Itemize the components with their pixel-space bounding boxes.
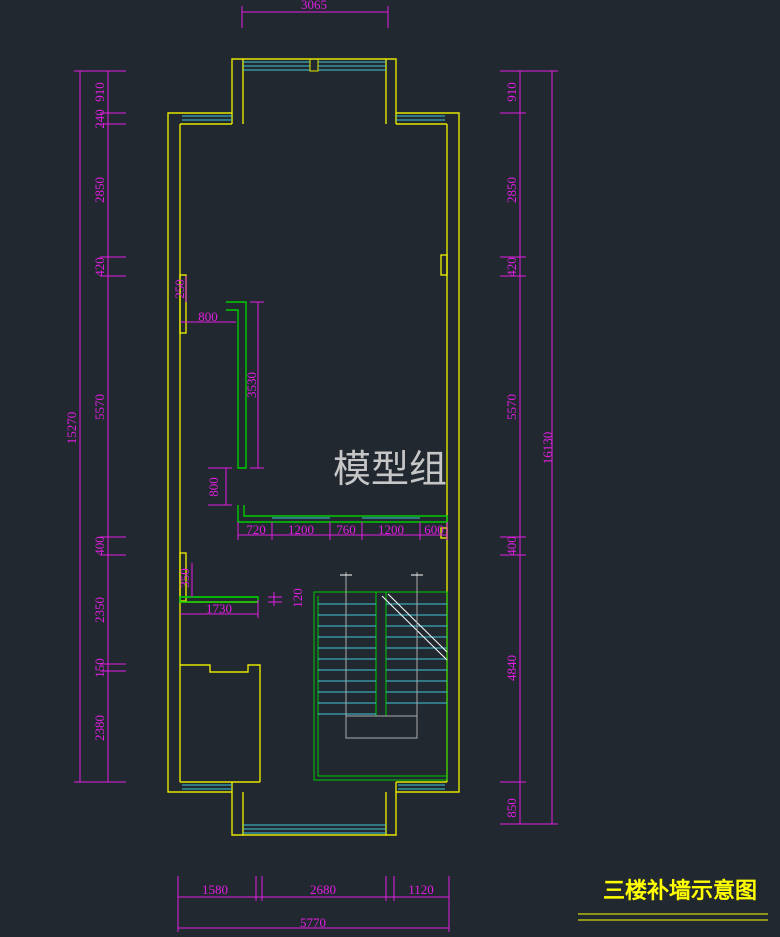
dim-right-5: 4840	[504, 655, 519, 681]
interior-dimension-lines	[180, 276, 448, 618]
title-underline	[578, 913, 768, 921]
right-dimension-texts: 910 2850 420 5570 400 4840 850 16130	[504, 82, 555, 818]
dim-left-6: 2350	[92, 597, 107, 623]
dim-left-2: 2850	[92, 177, 107, 203]
dim-row-4: 600	[424, 522, 444, 537]
dim-left-0: 910	[92, 82, 107, 102]
dim-row-0: 720	[246, 522, 266, 537]
dim-right-1: 2850	[504, 177, 519, 203]
bottom-dimension-lines	[177, 876, 450, 932]
dim-left-3: 420	[92, 257, 107, 277]
new-walls	[179, 301, 448, 603]
dim-right-6: 850	[504, 798, 519, 818]
top-dimension	[241, 6, 389, 28]
dim-inner-3530: 3530	[244, 372, 259, 398]
dim-inner-350: 350	[177, 568, 192, 588]
interior-dimension-texts: 250 800 3530 800 720 1200 760 1200 600 3…	[172, 279, 444, 616]
dim-inner-120: 120	[290, 588, 305, 608]
dim-left-1: 240	[92, 109, 107, 129]
dim-inner-800b: 800	[206, 477, 221, 497]
dim-inner-800a: 800	[198, 309, 218, 324]
dim-inner-250: 250	[172, 279, 187, 299]
dim-row-2: 760	[336, 522, 356, 537]
dim-row-3: 1200	[378, 522, 404, 537]
dim-top-width: 3065	[301, 0, 327, 12]
dim-left-8: 2380	[92, 715, 107, 741]
dim-left-7: 150	[92, 658, 107, 678]
dim-left-5: 400	[92, 536, 107, 556]
dim-bottom-2: 1120	[408, 882, 434, 897]
drawing-title: 三楼补墙示意图	[603, 878, 757, 904]
dim-right-3: 5570	[504, 394, 519, 420]
left-dimension-texts: 910 240 2850 420 5570 400 2350 150 2380 …	[64, 82, 107, 741]
watermark: 模型组	[333, 447, 447, 491]
dim-right-2: 420	[504, 257, 519, 277]
dim-left-total: 15270	[64, 412, 79, 445]
left-dimension-lines	[74, 70, 126, 783]
dim-inner-1730: 1730	[206, 601, 232, 616]
dim-left-4: 5570	[92, 394, 107, 420]
dim-row-1: 1200	[288, 522, 314, 537]
dim-bottom-total: 5770	[300, 915, 326, 930]
dim-right-total: 16130	[540, 432, 555, 465]
bottom-dimension-texts: 1580 2680 1120 5770	[202, 882, 434, 930]
windows	[182, 58, 445, 834]
dim-bottom-0: 1580	[202, 882, 228, 897]
staircase	[313, 572, 448, 781]
dim-right-4: 400	[504, 536, 519, 556]
dim-right-0: 910	[504, 82, 519, 102]
dim-bottom-1: 2680	[310, 882, 336, 897]
right-dimension-lines	[500, 70, 558, 825]
